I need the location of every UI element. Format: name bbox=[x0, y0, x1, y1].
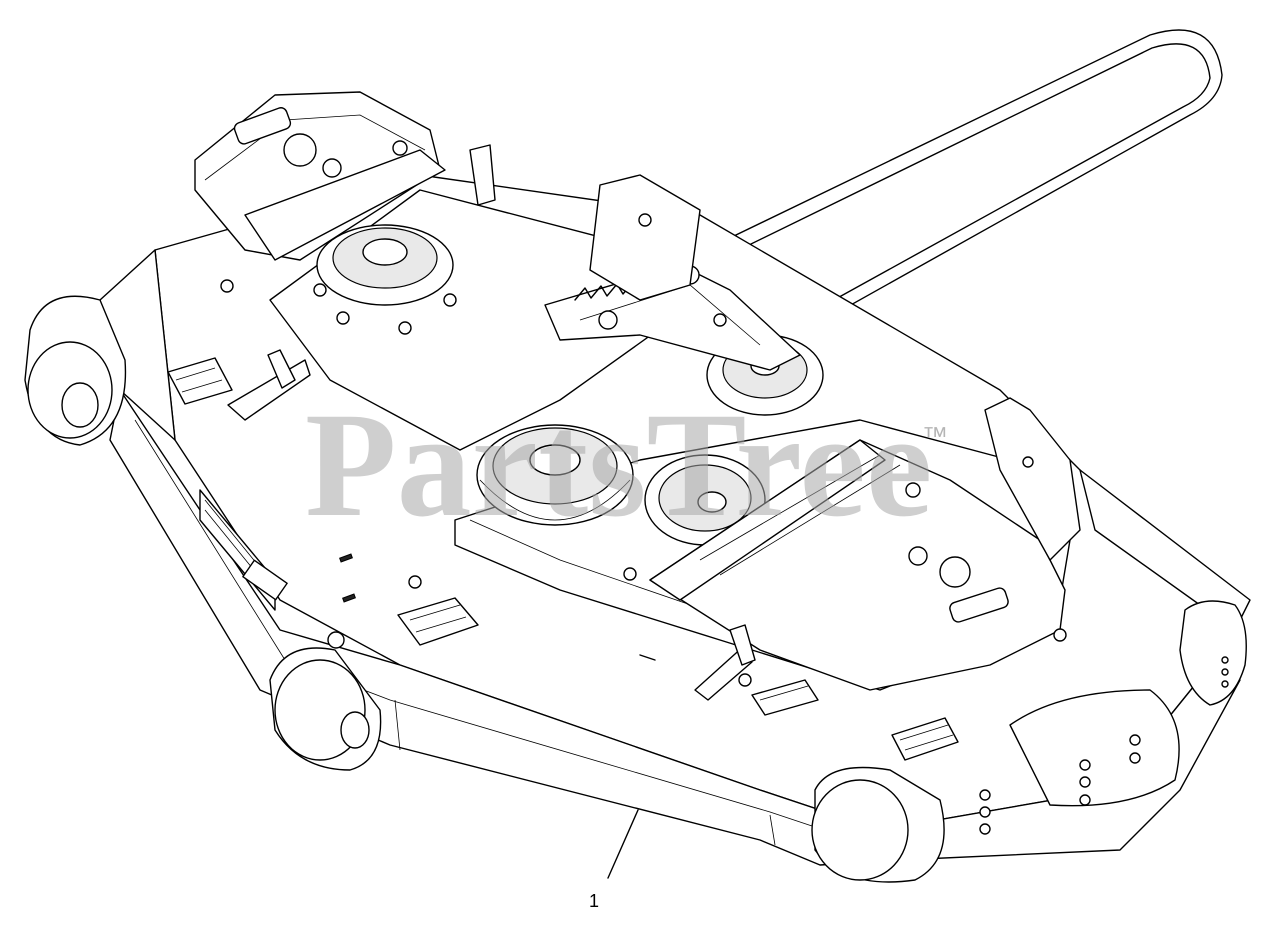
right-rear-wheel bbox=[1179, 600, 1247, 706]
right-spindle-cover bbox=[649, 439, 1066, 691]
left-spindle-cover bbox=[194, 91, 446, 261]
deck-bolts bbox=[220, 279, 1067, 687]
warning-decal-front bbox=[397, 597, 479, 646]
left-front-wheel bbox=[269, 631, 382, 771]
warning-decal-right bbox=[891, 717, 959, 761]
chute-bracket-left bbox=[227, 349, 311, 421]
rear-hanger bbox=[469, 144, 701, 301]
chute-bracket-right bbox=[694, 624, 756, 701]
trademark-symbol: ™ bbox=[922, 421, 948, 451]
deck-size-plate bbox=[199, 489, 288, 611]
warning-decal-left bbox=[167, 357, 233, 405]
right-front-wheel bbox=[811, 689, 1180, 883]
left-spindle-pulley bbox=[316, 224, 454, 306]
warning-decal-center bbox=[751, 679, 819, 716]
callout-label: 1 bbox=[589, 891, 599, 911]
watermark-text: PartsTree bbox=[305, 382, 932, 548]
deck-slots bbox=[339, 553, 656, 661]
drive-belt bbox=[559, 29, 1223, 396]
callout-1: 1 bbox=[589, 809, 639, 911]
center-spindle-pulley bbox=[476, 424, 634, 526]
height-adjust-holes bbox=[979, 734, 1141, 835]
left-rear-wheel bbox=[24, 295, 127, 446]
